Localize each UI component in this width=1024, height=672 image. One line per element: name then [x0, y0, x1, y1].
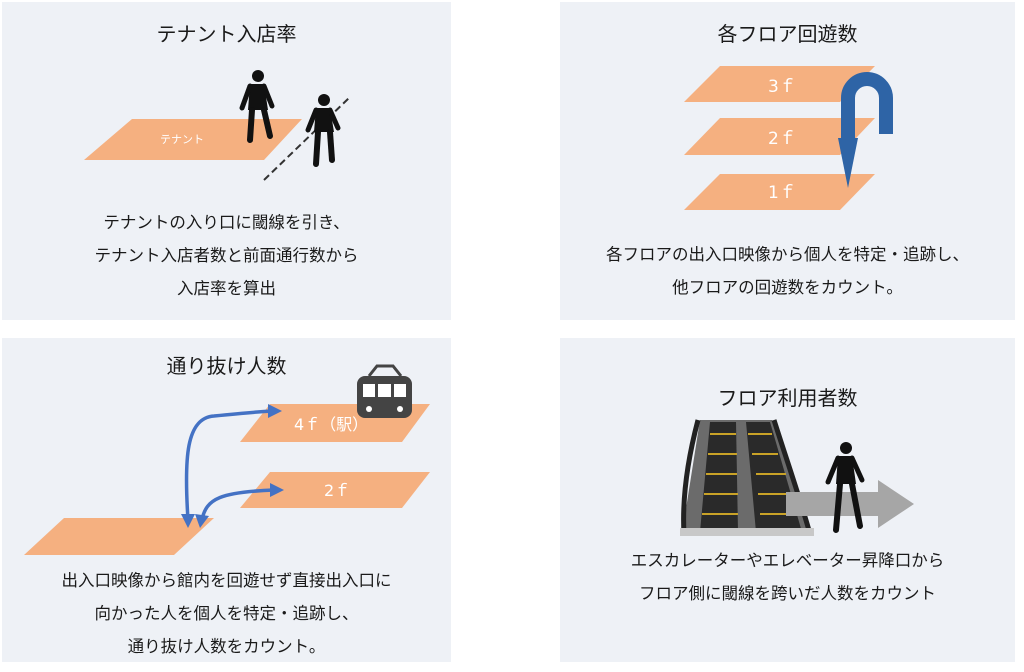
description-line: 通り抜け人数をカウント。 — [127, 637, 326, 656]
floor-plate-2f — [240, 472, 430, 508]
description-line: テナント入店者数と前面通行数から — [94, 246, 359, 265]
floor-label-3f: 3ｆ — [768, 77, 796, 97]
escalator-icon — [680, 419, 814, 536]
panel-pass-through: 通り抜け人数 4ｆ（駅） 2ｆ 出入口映像から館内を回遊せず直接出入口に 向か — [2, 338, 451, 662]
route-arrow — [195, 483, 284, 528]
person-walking-icon — [305, 94, 341, 167]
floor-label-2f: 2ｆ — [768, 129, 796, 149]
train-icon — [357, 364, 412, 418]
panel-description: テナントの入り口に閾線を引き、 テナント入店者数と前面通行数から 入店率を算出 — [2, 206, 451, 305]
panel-floor-users: フロア利用者数 — [560, 338, 1015, 662]
tenant-label: テナント — [160, 133, 204, 146]
panel-description: 出入口映像から館内を回遊せず直接出入口に 向かった人を個人を特定・追跡し、 通り… — [2, 564, 451, 663]
pass-through-diagram: 4ｆ（駅） 2ｆ — [24, 364, 430, 555]
route-arrow — [181, 404, 282, 528]
threshold-line — [263, 96, 351, 181]
panel-title: 通り抜け人数 — [166, 354, 287, 378]
description-line: 入店率を算出 — [177, 279, 276, 298]
threshold-arrow — [786, 480, 914, 528]
escalator-diagram — [680, 419, 914, 536]
person-walking-icon — [825, 442, 865, 533]
description-line: テナントの入り口に閾線を引き、 — [103, 213, 350, 232]
description-line: フロア側に閾線を跨いだ人数をカウント — [639, 584, 936, 603]
panel-title: 各フロア回遊数 — [717, 22, 858, 46]
floor-plate-2f — [684, 118, 875, 155]
description-line: 他フロアの回遊数をカウント。 — [672, 278, 903, 297]
floor-label-4f: 4ｆ（駅） — [294, 415, 368, 434]
tenant-floor-plate — [84, 119, 302, 160]
description-line: 各フロアの出入口映像から個人を特定・追跡し、 — [606, 245, 969, 264]
description-line: 出入口映像から館内を回遊せず直接出入口に — [61, 571, 392, 590]
panel-title: テナント入店率 — [156, 22, 297, 46]
floor-label-2f: 2ｆ — [324, 481, 350, 500]
u-turn-arrow-icon — [838, 72, 893, 188]
panel-title: フロア利用者数 — [717, 386, 858, 410]
tenant-diagram: テナント — [84, 70, 351, 181]
entrance-floor-plate — [24, 518, 214, 555]
panel-tenant-entry-rate: テナント入店率 テナント テナントの入り口に閾線を引き、 テナント入店者数と前面… — [2, 2, 451, 320]
floor-plate-1f — [684, 174, 875, 210]
panel-description: 各フロアの出入口映像から個人を特定・追跡し、 他フロアの回遊数をカウント。 — [560, 238, 1015, 304]
description-line: 向かった人を個人を特定・追跡し、 — [94, 604, 359, 623]
panel-floor-circulation: 各フロア回遊数 3ｆ 2ｆ 1ｆ 各フロアの出入口映像から個人を特定・追跡し、 … — [560, 2, 1015, 320]
person-walking-icon — [239, 70, 275, 143]
panel-description: エスカレーターやエレベーター昇降口から フロア側に閾線を跨いだ人数をカウント — [560, 544, 1015, 610]
floors-diagram: 3ｆ 2ｆ 1ｆ — [684, 66, 893, 210]
floor-label-1f: 1ｆ — [768, 183, 796, 203]
description-line: エスカレーターやエレベーター昇降口から — [630, 551, 945, 570]
floor-plate-3f — [684, 66, 875, 102]
